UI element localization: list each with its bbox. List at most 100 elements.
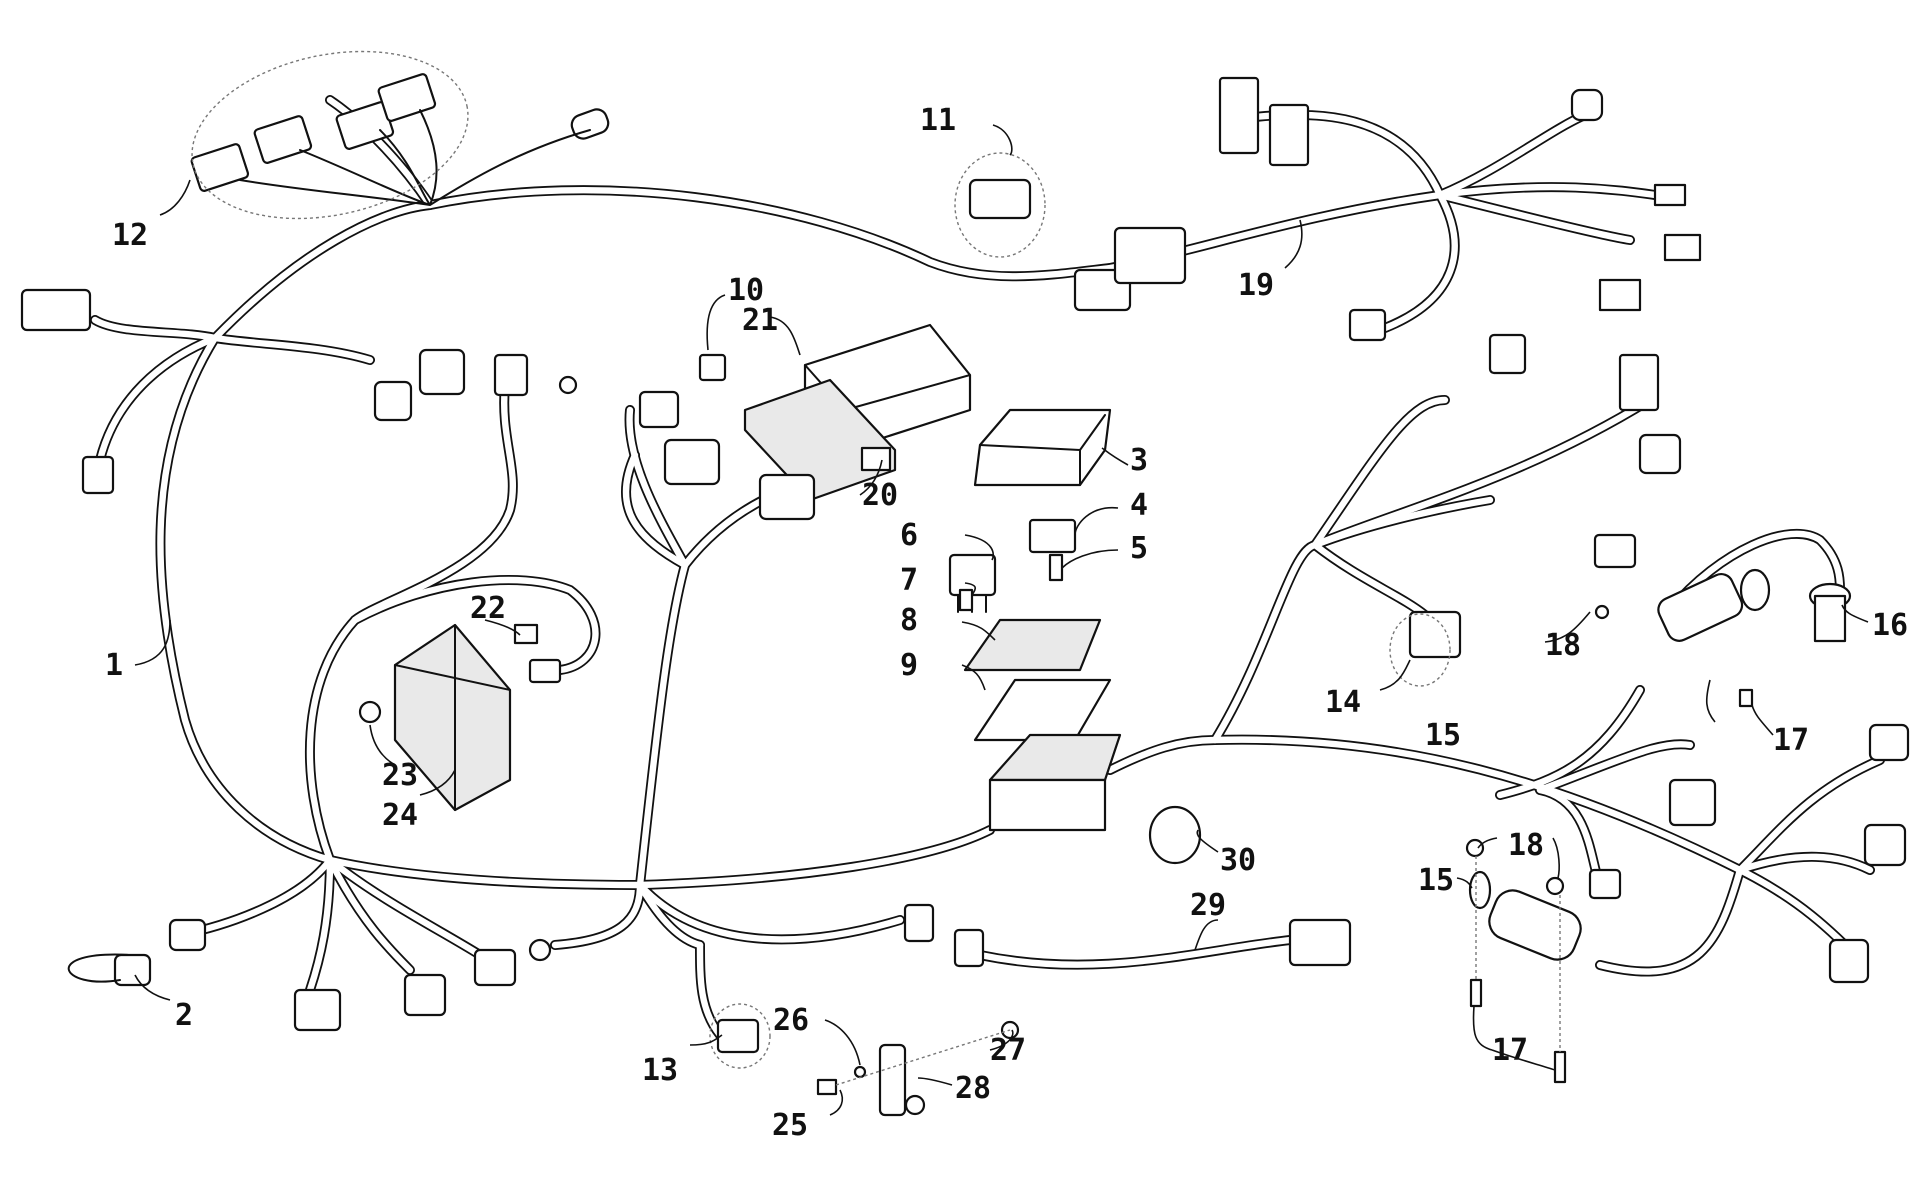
harness-wire-core-6	[1381, 191, 1458, 332]
leader-line-29	[419, 769, 456, 796]
screw-17-upper	[1738, 688, 1754, 708]
callout-23: 23	[382, 758, 418, 793]
ignition-coil-15-lower	[1468, 870, 1582, 961]
connector-mid-a	[903, 903, 935, 943]
assembly-line-25-27	[835, 1029, 1011, 1086]
sensor-connector-group	[190, 73, 610, 206]
leader-line-13	[689, 1034, 723, 1046]
callout-9: 9	[900, 648, 918, 683]
bracket-28	[878, 1043, 926, 1117]
callout-19: 19	[1238, 268, 1274, 303]
leader-line-21	[1477, 837, 1498, 849]
callout-7: 7	[900, 563, 918, 598]
callout-22: 22	[470, 591, 506, 626]
callout-5: 5	[1130, 531, 1148, 566]
screw-17-lower-b	[1553, 1050, 1567, 1084]
nut-18-upper	[1594, 604, 1610, 620]
connector-left-top	[20, 288, 92, 332]
callout-1: 1	[105, 648, 123, 683]
harness-wire-core-36	[1736, 756, 1884, 874]
connector-10-group	[638, 390, 680, 429]
leader-line-34	[1194, 919, 1219, 951]
leader-line-15	[1841, 604, 1869, 623]
ignition-coil-15-upper	[1657, 568, 1771, 642]
leader-line-6	[964, 534, 995, 561]
group-outline-14	[1389, 613, 1451, 687]
harness-wire-9	[95, 333, 220, 465]
harness-wire-core-11	[157, 334, 334, 864]
harness-wire-core-27	[326, 856, 414, 974]
harness-wire-core-16	[1311, 396, 1449, 549]
connector-r5	[1588, 868, 1622, 900]
relay-small-10	[698, 353, 727, 382]
harness-wire-core-15	[1211, 541, 1319, 744]
harness-wire-core-21	[626, 406, 689, 569]
fuse-block-19b	[1268, 103, 1310, 167]
harness-wire-core-32	[636, 881, 904, 943]
callout-4: 4	[1130, 488, 1148, 523]
callout-29: 29	[1190, 888, 1226, 923]
spade-terminals-c	[1598, 278, 1642, 312]
connector-bl-a	[293, 988, 342, 1032]
connector-r3	[1863, 823, 1907, 867]
callout-2: 2	[175, 998, 193, 1033]
leader-line-26	[769, 316, 801, 356]
leader-line-24	[1284, 219, 1303, 269]
callout-labels: 1234567891011121314151516171718181920212…	[105, 103, 1908, 1143]
callout-27: 27	[990, 1033, 1026, 1068]
harness-wire-core-19	[1311, 541, 1429, 619]
connector-ecu-a	[663, 438, 721, 486]
harness-wire-core-8	[211, 334, 374, 364]
clamp-30	[1148, 805, 1202, 865]
fuse-block-19a	[1218, 76, 1260, 155]
harness-wire-core-39	[1596, 866, 1744, 975]
fuse-box-base	[988, 733, 1122, 832]
callout-25: 25	[772, 1108, 808, 1143]
leader-line-33	[917, 1077, 953, 1086]
harness-wire-core-7	[91, 316, 219, 342]
harness-wire-core-9	[96, 334, 219, 464]
harness-wire-core-31	[696, 941, 724, 1039]
regulator-24	[393, 623, 512, 812]
connector-bl-c	[473, 948, 517, 987]
screw-22	[513, 623, 539, 645]
connector-r2	[1668, 778, 1717, 827]
spade-terminals-b	[1663, 233, 1702, 262]
connector-14d	[1593, 533, 1637, 569]
leader-line-17	[1751, 704, 1774, 736]
fuse-panel-8	[963, 618, 1102, 672]
leader-line-35	[1196, 829, 1219, 853]
connector-ring-terminal	[493, 353, 529, 397]
leader-line-9	[961, 664, 986, 691]
harness-wire-core-26	[306, 856, 334, 994]
relay-4	[1028, 518, 1077, 554]
harness-wire-core-24	[351, 576, 599, 674]
group-outline-12	[191, 50, 469, 220]
leader-line-8	[961, 621, 996, 641]
leader-line-14	[1379, 659, 1411, 691]
harness-wire-core-1	[211, 186, 1444, 342]
callout-18: 18	[1508, 828, 1544, 863]
leader-line-22	[1552, 837, 1560, 879]
leader-line-16	[1544, 611, 1591, 643]
callout-20: 20	[862, 478, 898, 513]
leader-line-23	[1456, 877, 1473, 889]
leader-line-18	[1705, 679, 1716, 723]
nut-23	[358, 700, 382, 724]
connector-14	[1408, 610, 1462, 659]
leader-line-7	[964, 582, 977, 596]
callout-18: 18	[1545, 628, 1581, 663]
callout-21: 21	[742, 303, 778, 338]
harness-wire-core-33	[976, 936, 1294, 968]
connector-29	[1288, 918, 1352, 967]
harness-wire-core-10	[326, 96, 434, 209]
spade-terminals-a	[1653, 183, 1687, 207]
callout-24: 24	[382, 798, 418, 833]
leader-line-11	[992, 124, 1013, 156]
callout-12: 12	[112, 218, 148, 253]
leader-line-28	[369, 724, 396, 766]
harness-wire-core-37	[1736, 853, 1874, 874]
leader-line-10	[706, 294, 726, 351]
connector-top-mid-b	[1113, 226, 1187, 285]
parts-layer	[20, 50, 1910, 1117]
